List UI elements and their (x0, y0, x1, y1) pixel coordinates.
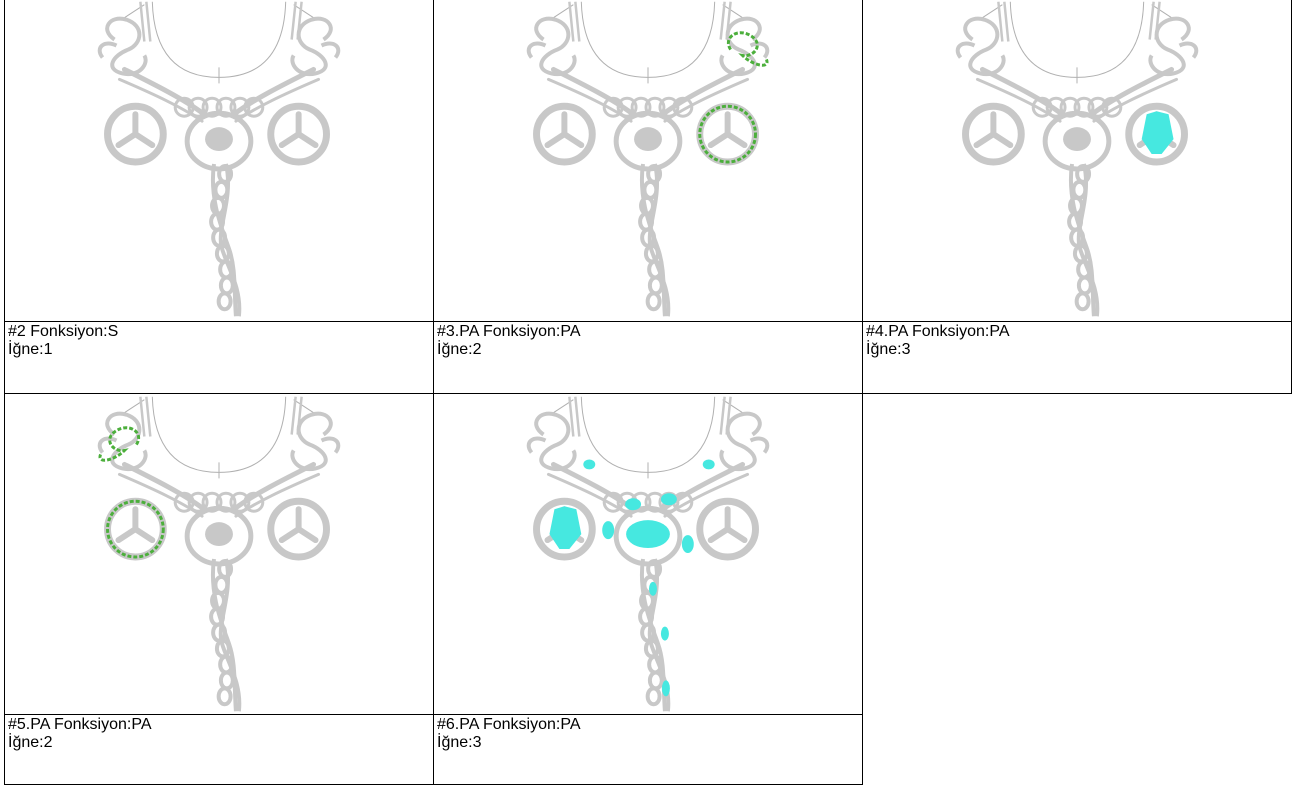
embroidery-preview (434, 394, 862, 716)
function-label: #4.PA Fonksiyon:PA (866, 323, 1010, 340)
design-card: #4.PA Fonksiyon:PA İğne:3 (862, 0, 1292, 394)
design-card: #5.PA Fonksiyon:PA İğne:2 (4, 393, 434, 785)
embroidery-preview (5, 0, 433, 321)
needle-label: İğne:2 (437, 341, 482, 358)
needle-label: İğne:3 (437, 734, 482, 751)
design-card: #3.PA Fonksiyon:PA İğne:2 (433, 0, 863, 394)
design-card: #2 Fonksiyon:S İğne:1 (4, 0, 434, 394)
function-label: #5.PA Fonksiyon:PA (8, 716, 152, 733)
needle-label: İğne:3 (866, 341, 911, 358)
function-label: #6.PA Fonksiyon:PA (437, 716, 581, 733)
embroidery-preview (5, 394, 433, 716)
caption: #3.PA Fonksiyon:PA İğne:2 (434, 321, 862, 393)
function-label: #3.PA Fonksiyon:PA (437, 323, 581, 340)
embroidery-preview (434, 0, 862, 321)
caption: #4.PA Fonksiyon:PA İğne:3 (863, 321, 1291, 393)
needle-label: İğne:2 (8, 734, 53, 751)
caption: #5.PA Fonksiyon:PA İğne:2 (5, 714, 433, 784)
needle-label: İğne:1 (8, 341, 53, 358)
caption: #6.PA Fonksiyon:PA İğne:3 (434, 714, 862, 784)
design-card: #6.PA Fonksiyon:PA İğne:3 (433, 393, 863, 785)
function-label: #2 Fonksiyon:S (8, 323, 119, 340)
embroidery-preview (863, 0, 1291, 321)
caption: #2 Fonksiyon:S İğne:1 (5, 321, 433, 393)
